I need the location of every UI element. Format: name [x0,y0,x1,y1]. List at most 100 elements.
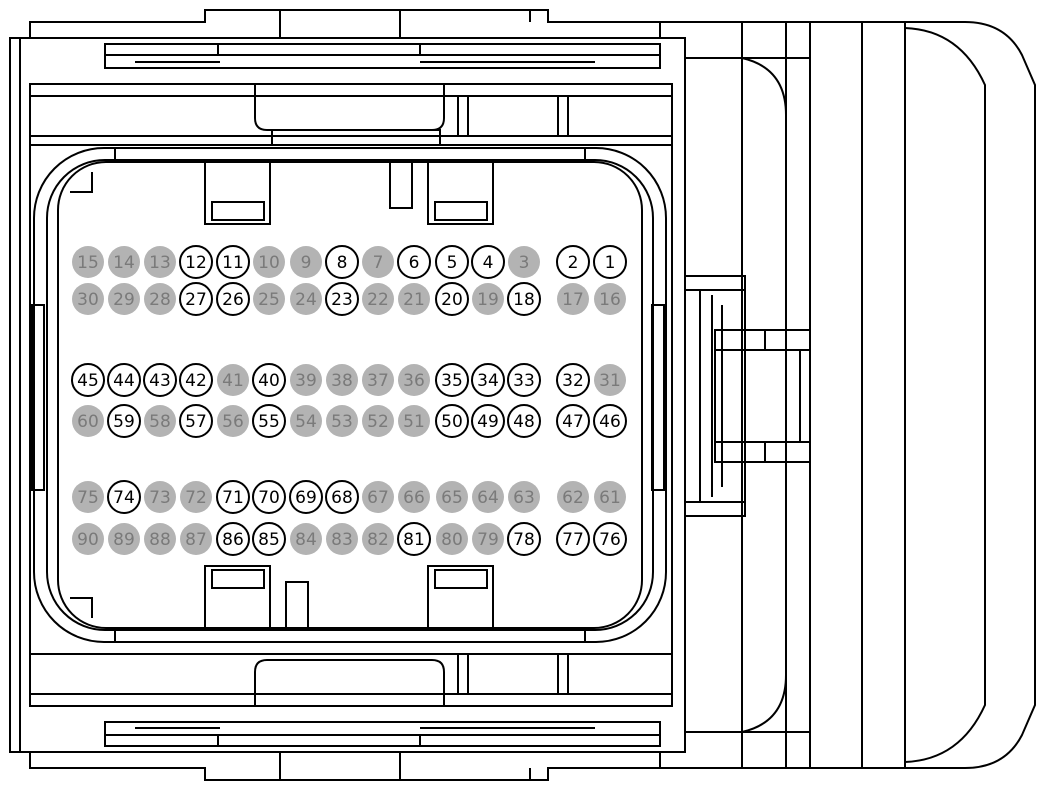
used-pin-circle [556,522,590,556]
unused-pin-circle [72,523,104,555]
pin-44: 44 [107,363,141,397]
pin-9: 9 [290,246,322,278]
unused-pin-circle [362,481,394,513]
pin-label: 18 [513,290,535,310]
unused-pin-circle [362,283,394,315]
pin-label: 35 [441,371,463,391]
side-lever [660,21,1036,769]
pin-label: 40 [258,371,280,391]
unused-pin-circle [72,283,104,315]
used-pin-circle [216,522,250,556]
pin-58: 58 [144,405,176,437]
pin-88: 88 [144,523,176,555]
unused-pin-circle [508,246,540,278]
pin-label: 4 [483,253,494,273]
unused-pin-circle [362,364,394,396]
pin-16: 16 [594,283,626,315]
pin-label: 27 [185,290,207,310]
unused-pin-circle [594,283,626,315]
used-pin-circle [435,282,469,316]
pin-28: 28 [144,283,176,315]
pin-59: 59 [107,404,141,438]
pin-13: 13 [144,246,176,278]
pin-38: 38 [326,364,358,396]
pin-label: 76 [599,530,621,550]
used-pin-circle [107,404,141,438]
pin-label: 75 [77,488,99,508]
pin-37: 37 [362,364,394,396]
pin-label: 47 [562,412,584,432]
pin-label: 69 [295,488,317,508]
pin-34: 34 [471,363,505,397]
pin-35: 35 [435,363,469,397]
pin-7: 7 [362,246,394,278]
pin-31: 31 [594,364,626,396]
pin-label: 29 [113,290,135,310]
pin-label: 78 [513,530,535,550]
pin-label: 39 [295,371,317,391]
pin-51: 51 [398,405,430,437]
used-pin-circle [397,245,431,279]
pin-17: 17 [557,283,589,315]
pin-4: 4 [471,245,505,279]
pin-60: 60 [72,405,104,437]
pin-50: 50 [435,404,469,438]
unused-pin-circle [72,481,104,513]
pin-39: 39 [290,364,322,396]
pin-8: 8 [325,245,359,279]
pin-40: 40 [252,363,286,397]
used-pin-circle [507,522,541,556]
pin-label: 8 [337,253,348,273]
pin-75: 75 [72,481,104,513]
used-pin-circle [507,404,541,438]
unused-pin-circle [362,523,394,555]
pin-label: 30 [77,290,99,310]
pin-21: 21 [398,283,430,315]
pin-label: 34 [477,371,499,391]
used-pin-circle [107,480,141,514]
unused-pin-circle [594,364,626,396]
used-pin-circle [593,245,627,279]
pin-41: 41 [217,364,249,396]
used-pin-circle [435,404,469,438]
pin-label: 70 [258,488,280,508]
pin-cavity [33,147,667,643]
pin-label: 80 [441,530,463,550]
pin-label: 52 [367,412,389,432]
unused-pin-circle [144,523,176,555]
used-pin-circle [252,404,286,438]
pin-label: 6 [409,253,420,273]
unused-pin-circle [557,283,589,315]
pin-label: 7 [373,253,384,273]
pin-29: 29 [108,283,140,315]
pin-82: 82 [362,523,394,555]
used-pin-circle [325,245,359,279]
pin-label: 57 [185,412,207,432]
used-pin-circle [179,245,213,279]
pin-55: 55 [252,404,286,438]
pin-label: 49 [477,412,499,432]
used-pin-circle [507,282,541,316]
pin-77: 77 [556,522,590,556]
housing-body [9,37,686,753]
unused-pin-circle [108,283,140,315]
pin-label: 22 [367,290,389,310]
used-pin-circle [325,282,359,316]
used-pin-circle [216,480,250,514]
used-pin-circle [252,522,286,556]
unused-pin-circle [253,283,285,315]
pin-3: 3 [508,246,540,278]
pin-79: 79 [472,523,504,555]
pin-label: 37 [367,371,389,391]
pin-label: 12 [185,253,207,273]
unused-pin-circle [436,481,468,513]
used-pin-circle [252,480,286,514]
pin-87: 87 [180,523,212,555]
used-pin-circle [289,480,323,514]
pin-label: 87 [185,530,207,550]
unused-pin-circle [362,246,394,278]
pin-27: 27 [179,282,213,316]
